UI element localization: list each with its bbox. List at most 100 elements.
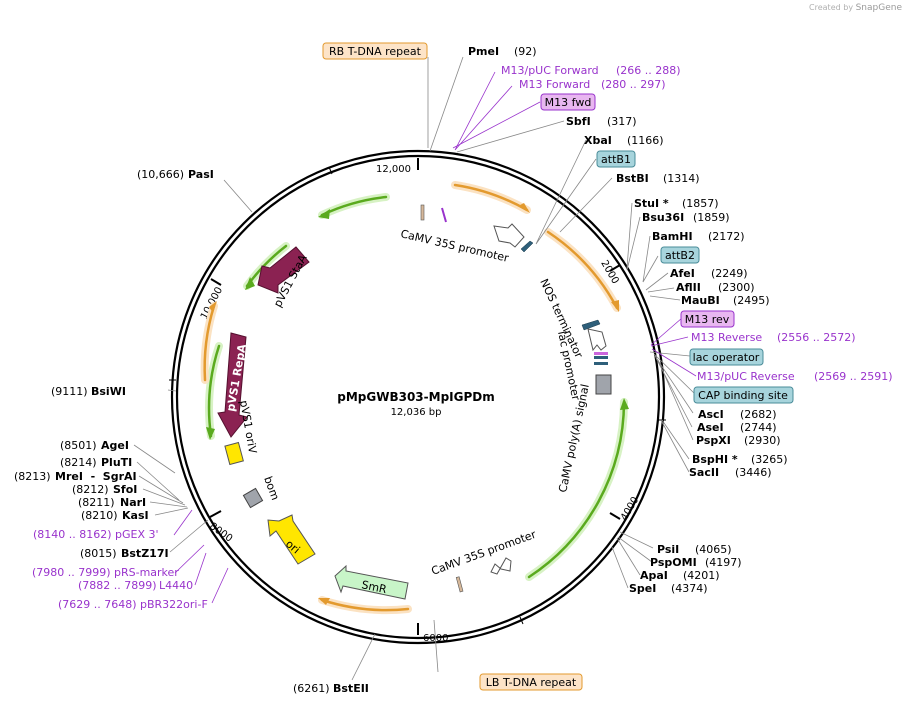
enzyme-bsteii-name: BstEII: [333, 682, 369, 695]
rb-tdna-marker: [420, 204, 425, 221]
plasmid-name: pMpGWB303-MpIGPDm: [337, 390, 495, 404]
enzyme-sfoi-pos: (8212): [72, 483, 109, 496]
enzyme-bsiwi-name: BsiWI: [91, 385, 126, 398]
camv-35s-promoter-top-arrow: [493, 223, 525, 248]
rb-tdna-box: [322, 42, 428, 60]
primer-l4440-name: L4440: [159, 579, 193, 592]
primer-m13-puc-forward-range: (266 .. 288): [616, 64, 681, 77]
attb1-box: [596, 150, 636, 168]
attb2-box: [660, 246, 700, 264]
enzyme-labels-right: PmeI (92) SbfI (317) XbaI (1166) BstBI (…: [468, 45, 788, 595]
m13-rev-box: [680, 310, 735, 328]
snapgene-logo: SnapGene: [855, 3, 902, 13]
primer-pgex3-range: (8140 .. 8162): [33, 528, 112, 541]
attb2-label: attB2: [665, 249, 695, 262]
enzyme-bstz17i-name: BstZ17I: [121, 547, 169, 560]
enzyme-psii-name: PsiI: [657, 543, 679, 556]
enzyme-bsu36i-pos: (1859): [693, 211, 730, 224]
enzyme-agei-pos: (8501): [60, 439, 97, 452]
primer-m13-forward-name: M13 Forward: [519, 78, 590, 91]
backbone-inner-ring: [175, 154, 661, 640]
lac-operator-label: lac operator: [693, 351, 760, 364]
enzyme-asci-name: AscI: [698, 408, 724, 421]
enzyme-aflii-pos: (2300): [718, 281, 755, 294]
pvs1-oriv-label: pVS1 oriV: [237, 399, 259, 455]
enzyme-spei-pos: (4374): [671, 582, 708, 595]
enzyme-pluti-name: PluTI: [101, 456, 132, 469]
m13-rev-label: M13 rev: [685, 313, 730, 326]
lac-operator-marker: [594, 356, 608, 359]
tick-marks: [209, 158, 621, 635]
enzyme-bamhi-name: BamHI: [652, 230, 693, 243]
rb-tdna-label: RB T-DNA repeat: [329, 45, 422, 58]
enzyme-agei-name: AgeI: [101, 439, 129, 452]
primer-m13-puc-reverse-name: M13/pUC Reverse: [697, 370, 795, 383]
enzyme-pasi-name: PasI: [188, 168, 214, 181]
enzyme-sbfi-pos: (317): [607, 115, 637, 128]
cap-site-marker: [594, 362, 608, 365]
enzyme-stui-name: StuI *: [634, 197, 669, 210]
lb-tdna-label: LB T-DNA repeat: [486, 676, 577, 689]
lac-promoter-arrow: [587, 328, 607, 352]
camv-35s-promoter-top-label: CaMV 35S promoter: [399, 227, 510, 265]
primer-prs-marker-name: pRS-marker: [114, 566, 179, 579]
camv-polya-marker: [595, 374, 612, 395]
enzyme-mrei-sgrai-name: MreI - SgrAI: [55, 470, 137, 483]
primer-prs-marker-range: (7980 .. 7999): [32, 566, 111, 579]
green-arc-arrowheads: [206, 209, 629, 440]
enzyme-pmei-pos: (92): [514, 45, 537, 58]
enzyme-xbai-name: XbaI: [584, 134, 612, 147]
enzyme-asci-pos: (2682): [740, 408, 777, 421]
enzyme-pasi-pos: (10,666): [137, 168, 184, 181]
tick-label-8000: 8000: [207, 521, 234, 545]
pvs1-repa-arrow: [217, 332, 248, 438]
primer-pbr322ori-f-name: pBR322ori-F: [140, 598, 208, 611]
primer-m13-reverse-name: M13 Reverse: [691, 331, 762, 344]
camv-35s-promoter-bottom-label: CaMV 35S promoter: [430, 528, 539, 578]
enzyme-pspxi-name: PspXI: [696, 434, 731, 447]
enzyme-bsteii-pos: (6261): [293, 682, 330, 695]
backbone-outer-ring: [170, 149, 666, 645]
enzyme-xbai-pos: (1166): [627, 134, 664, 147]
attb1-marker: [520, 240, 534, 253]
enzyme-pmei-name: PmeI: [468, 45, 499, 58]
enzyme-apai-name: ApaI: [640, 569, 668, 582]
enzyme-pluti-pos: (8214): [60, 456, 97, 469]
enzyme-bsphi-pos: (3265): [751, 453, 788, 466]
plasmid-size: 12,036 bp: [391, 407, 442, 418]
primer-m13-forward-range: (280 .. 297): [601, 78, 666, 91]
boxed-labels: RB T-DNA repeat M13 fwd attB1 attB2 M13 …: [322, 42, 794, 691]
enzyme-stui-pos: (1857): [682, 197, 719, 210]
enzyme-psii-pos: (4065): [695, 543, 732, 556]
enzyme-afei-pos: (2249): [711, 267, 748, 280]
primer-labels-left: (8140 .. 8162) pGEX 3' (7980 .. 7999) pR…: [32, 528, 208, 611]
enzyme-asei-pos: (2744): [740, 421, 777, 434]
lb-tdna-box: [479, 673, 583, 691]
enzyme-bsphi-name: BspHI *: [692, 453, 738, 466]
enzyme-bamhi-pos: (2172): [708, 230, 745, 243]
enzyme-asei-name: AseI: [697, 421, 724, 434]
primer-m13-puc-forward-name: M13/pUC Forward: [501, 64, 599, 77]
primer-pbr322ori-f-range: (7629 .. 7648): [58, 598, 137, 611]
enzyme-nari-pos: (8211): [78, 496, 115, 509]
lac-operator-box: [689, 348, 764, 366]
orange-arc-arrowheads: [209, 203, 619, 605]
camv-35s-promoter-bottom-arrow: [490, 557, 512, 575]
enzyme-bsu36i-name: Bsu36I: [642, 211, 684, 224]
m13-fwd-box: [540, 93, 596, 111]
enzyme-pspomi-pos: (4197): [705, 556, 742, 569]
enzyme-labels-left: (10,666) PasI (9111) BsiWI (8501) AgeI (…: [14, 168, 369, 695]
ori-arrow: [267, 514, 316, 565]
pvs1-staa-arrow: [257, 246, 310, 294]
enzyme-sacii-name: SacII: [689, 466, 719, 479]
enzyme-spei-name: SpeI: [629, 582, 656, 595]
smr-label: SmR: [360, 578, 388, 596]
enzyme-apai-pos: (4201): [683, 569, 720, 582]
enzyme-sbfi-name: SbfI: [566, 115, 591, 128]
enzyme-afei-name: AfeI: [670, 267, 695, 280]
bom-box: [242, 487, 264, 509]
cap-binding-box: [693, 386, 794, 404]
tick-label-12000: 12,000: [376, 164, 411, 175]
enzyme-kasi-name: KasI: [122, 509, 149, 522]
